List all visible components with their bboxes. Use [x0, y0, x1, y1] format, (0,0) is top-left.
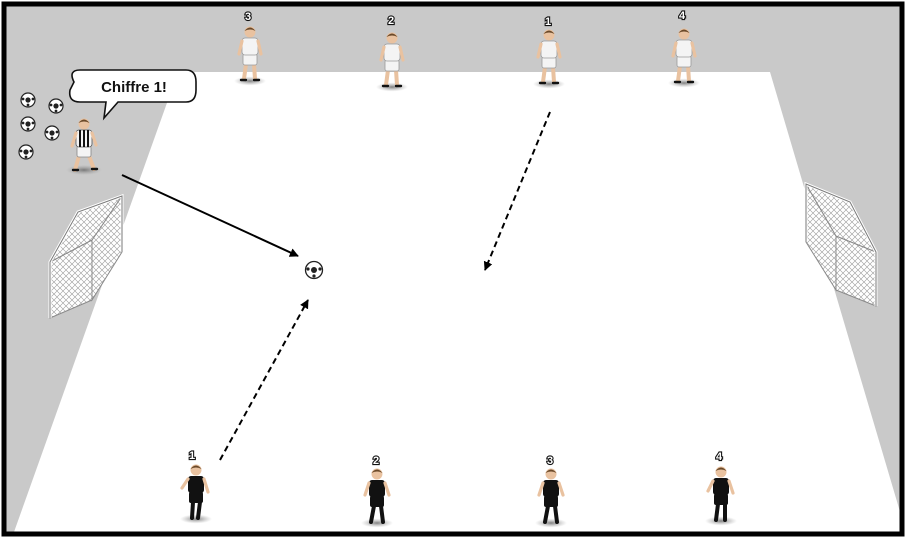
black-player: 4	[705, 450, 737, 526]
black-player: 3	[535, 454, 567, 528]
ball-icon	[18, 144, 34, 160]
player-number: 4	[716, 451, 723, 463]
black-player: 2	[361, 454, 393, 528]
ball-icon	[44, 125, 60, 141]
white-player: 3	[234, 10, 266, 86]
speech-bubble: Chiffre 1!	[68, 69, 197, 121]
ball-icon	[304, 260, 324, 280]
player-number: 2	[373, 455, 379, 467]
right-goal	[804, 181, 878, 307]
player-number: 2	[388, 15, 394, 27]
black-player: 1	[180, 449, 212, 524]
ball-icon	[48, 98, 64, 114]
pitch	[14, 72, 906, 532]
pass-arrow	[121, 174, 299, 257]
player-number: 1	[189, 450, 195, 462]
white-player: 1	[533, 15, 565, 89]
player-number: 4	[679, 10, 686, 22]
left-goal	[48, 193, 124, 319]
white-player: 2	[376, 14, 408, 92]
run-arrow-white-1	[483, 111, 551, 271]
ball-icon	[20, 92, 36, 108]
white-team: 3 2 1	[234, 9, 700, 92]
player-number: 3	[547, 455, 553, 467]
white-player: 4	[668, 9, 700, 88]
ball-icon	[20, 116, 36, 132]
run-arrow-black-1	[219, 299, 309, 461]
callout-text: Chiffre 1!	[101, 79, 167, 96]
player-number: 1	[545, 16, 551, 28]
player-number: 3	[245, 11, 251, 23]
ball-supply	[18, 92, 64, 160]
coach	[66, 118, 102, 175]
black-team: 1 2 3	[180, 449, 737, 528]
